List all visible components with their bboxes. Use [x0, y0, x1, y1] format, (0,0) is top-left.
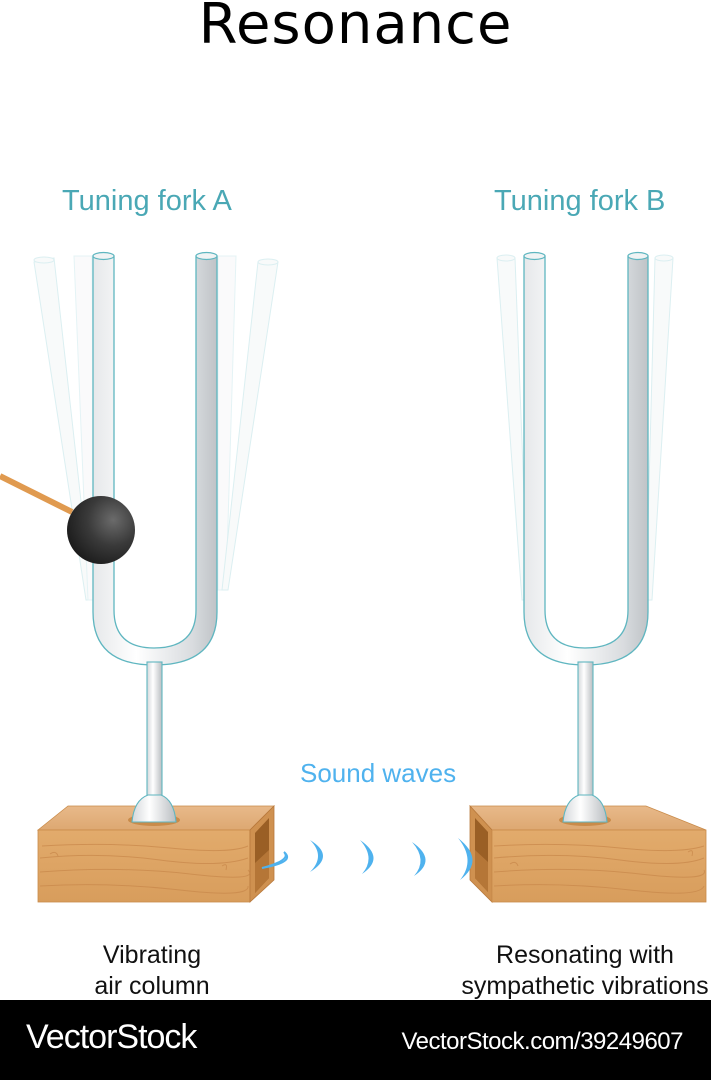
vectorstock-url: VectorStock.com/39249607 [401, 1028, 683, 1055]
sound-waves-label: Sound waves [300, 758, 457, 788]
watermark-footer: VectorStock VectorStock.com/39249607 [0, 1000, 711, 1080]
tuning-fork-b-label: Tuning fork B [494, 185, 666, 217]
diagram-title: Resonance [198, 0, 513, 57]
fork-a-caption: Vibrating air column [72, 940, 232, 1002]
fork-b-caption: Resonating with sympathetic vibrations [452, 940, 711, 1002]
vectorstock-brand: VectorStock [26, 1018, 197, 1056]
fork-b-vibration-ghosts [496, 254, 674, 601]
fork-b-caption-line-1: Resonating with [496, 941, 674, 969]
tuning-fork-b [523, 251, 649, 803]
tuning-fork-a [92, 251, 218, 803]
resonance-box-b [469, 794, 707, 903]
fork-a-caption-line-2: air column [94, 972, 210, 1000]
striking-mallet [0, 473, 135, 564]
fork-b-caption-line-2: sympathetic vibrations [461, 972, 709, 1000]
fork-a-vibration-ghosts [33, 255, 279, 601]
resonance-box-a [36, 794, 275, 903]
tuning-fork-a-label: Tuning fork A [62, 185, 232, 217]
fork-a-caption-line-1: Vibrating [102, 941, 202, 969]
sound-wave-arcs [261, 838, 473, 880]
resonance-illustration [0, 251, 707, 903]
